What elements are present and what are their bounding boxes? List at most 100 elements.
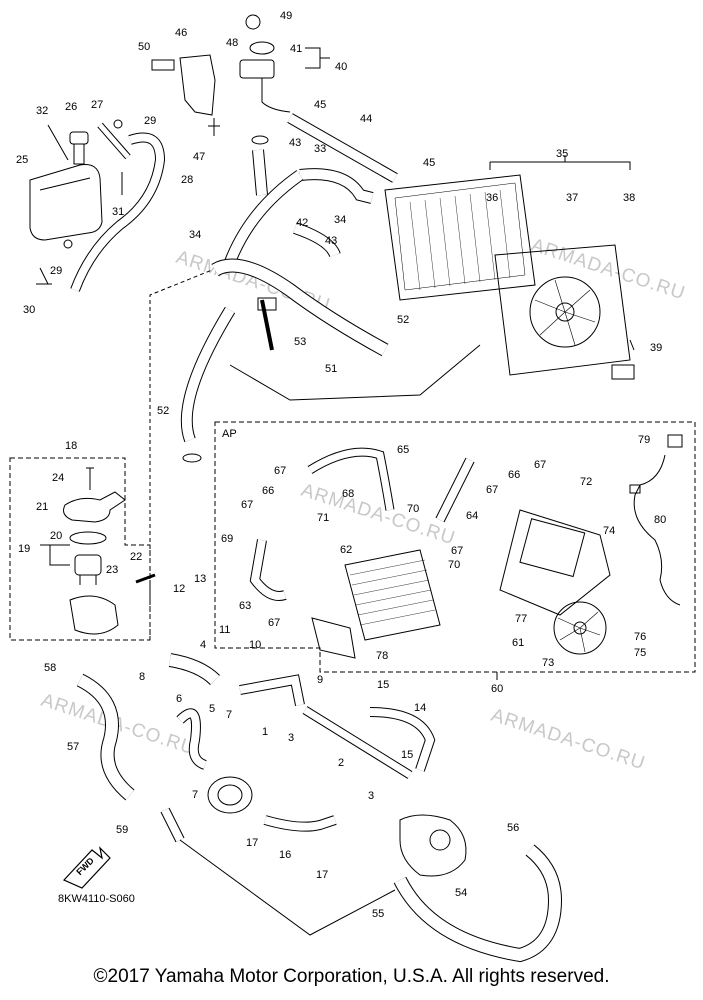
diagram-code: 8KW4110-S060: [58, 893, 135, 905]
part-number-label: 30: [23, 304, 35, 316]
part-number-label: 42: [296, 217, 308, 229]
part-number-label: 32: [36, 105, 48, 117]
part-number-label: 5: [209, 703, 215, 715]
part-number-label: 67: [534, 459, 546, 471]
part-number-label: 45: [314, 99, 326, 111]
pump-housing: [399, 814, 467, 877]
part-number-label: 56: [507, 822, 519, 834]
part-number-label: 78: [376, 650, 388, 662]
part-number-label: 53: [294, 336, 306, 348]
part-number-label: 16: [279, 849, 291, 861]
part-number-label: 7: [192, 789, 198, 801]
reservoir-cap: [69, 131, 89, 145]
part-number-label: 37: [566, 192, 578, 204]
part-number-label: 49: [280, 10, 292, 22]
part-number-label: 46: [175, 27, 187, 39]
part-number-label: 4: [200, 639, 206, 651]
part-number-label: 66: [508, 469, 520, 481]
part-number-label: 3: [288, 732, 294, 744]
thermostat-cover: [63, 491, 126, 523]
filler-neck: [239, 59, 275, 79]
bolt: [629, 339, 635, 351]
wire-harness: [633, 454, 681, 606]
part-number-label: 52: [157, 405, 169, 417]
part-number-label: 77: [515, 613, 527, 625]
part-number-label: 44: [360, 113, 372, 125]
part-number-label: 57: [67, 741, 79, 753]
connector: [629, 484, 641, 494]
connector: [667, 434, 683, 448]
forward-arrow-icon: FWD: [62, 846, 111, 889]
thermostat: [74, 554, 102, 576]
part-number-label: 45: [423, 157, 435, 169]
temperature-sensor: [135, 573, 156, 584]
part-number-label: 29: [144, 115, 156, 127]
part-number-label: 67: [268, 617, 280, 629]
part-number-label: 38: [623, 192, 635, 204]
part-number-label: 41: [290, 43, 302, 55]
part-number-label: 61: [512, 637, 524, 649]
part-number-label: 29: [50, 265, 62, 277]
part-number-label: 12: [173, 583, 185, 595]
part-number-label: 80: [654, 514, 666, 526]
o-ring: [69, 531, 107, 545]
radiator-cap: [249, 41, 275, 55]
part-number-label: 18: [65, 440, 77, 452]
bracket: [179, 54, 216, 116]
part-number-label: 65: [397, 444, 409, 456]
bracket: [311, 617, 356, 659]
watermark: ARMADA-CO.RU: [488, 705, 647, 775]
part-number-label: 6: [176, 693, 182, 705]
fan: [529, 276, 601, 348]
part-number-label: 20: [50, 530, 62, 542]
part-number-label: 34: [189, 229, 201, 241]
part-number-label: 67: [241, 499, 253, 511]
bolt: [86, 467, 94, 490]
part-number-label: 67: [274, 465, 286, 477]
part-number-label: 17: [246, 837, 258, 849]
part-number-label: 34: [334, 214, 346, 226]
part-number-label: 14: [414, 702, 426, 714]
part-number-label: 35: [556, 148, 568, 160]
part-number-label: 71: [317, 512, 329, 524]
reservoir-neck: [73, 143, 85, 165]
thermostat-housing: [69, 595, 119, 635]
part-number-label: 73: [542, 657, 554, 669]
part-number-label: 69: [221, 533, 233, 545]
part-number-label: 59: [116, 824, 128, 836]
part-number-label: 74: [603, 525, 615, 537]
part-number-label: 22: [130, 551, 142, 563]
filler-pipe: [261, 78, 291, 113]
hose-clamp: [113, 119, 123, 129]
part-number-label: 76: [634, 631, 646, 643]
part-number-label: 54: [455, 887, 467, 899]
part-number-label: 64: [466, 510, 478, 522]
part-number-label: 62: [340, 544, 352, 556]
oil-cooler-kit-box: [214, 421, 696, 673]
part-number-label: 58: [44, 662, 56, 674]
watermarks: ARMADA-CO.RU ARMADA-CO.RU ARMADA-CO.RU A…: [38, 235, 687, 775]
bolt: [36, 267, 52, 285]
part-number-label: 51: [325, 363, 337, 375]
part-number-label: 66: [262, 485, 274, 497]
part-number-label: 52: [397, 314, 409, 326]
part-number-label: 67: [486, 484, 498, 496]
part-number-label: 79: [638, 434, 650, 446]
part-number-label: 48: [226, 37, 238, 49]
part-number-label: 60: [491, 683, 503, 695]
part-number-label: 2: [338, 757, 344, 769]
water-pump: [207, 776, 253, 814]
part-number-label: 26: [65, 101, 77, 113]
part-number-label: 43: [289, 137, 301, 149]
coolant-reservoir-tank: [29, 164, 103, 241]
bolt: [208, 118, 220, 136]
part-number-label: 33: [314, 143, 326, 155]
strap-head: [257, 297, 277, 311]
part-number-label: 15: [377, 679, 389, 691]
part-number-label: 67: [451, 545, 463, 557]
part-number-label: 72: [580, 476, 592, 488]
part-number-label: 31: [112, 206, 124, 218]
part-number-label: 50: [138, 41, 150, 53]
part-number-label: 9: [317, 674, 323, 686]
